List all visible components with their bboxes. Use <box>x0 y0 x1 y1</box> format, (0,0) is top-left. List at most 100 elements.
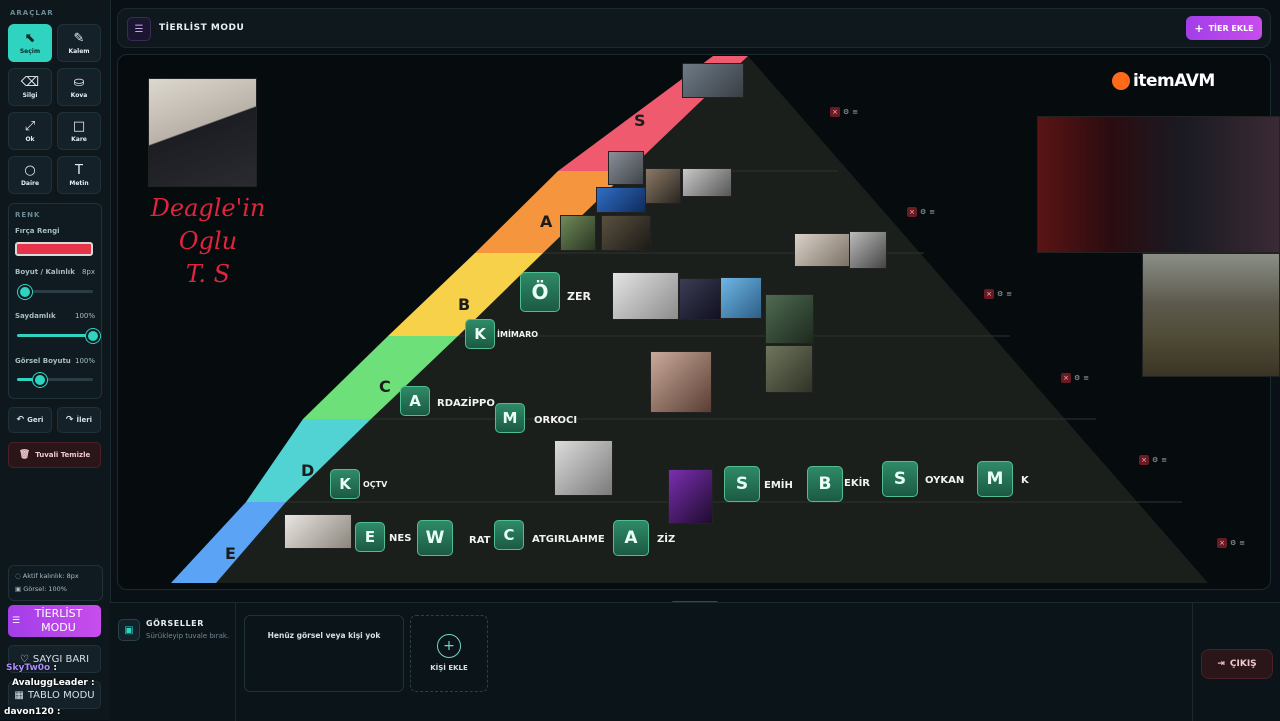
drag-handle-icon[interactable]: ≡ <box>1239 539 1246 547</box>
empty-images-text: Henüz görsel veya kişi yok <box>267 631 381 640</box>
color-section-label: RENK <box>15 211 41 219</box>
tool-sidebar: ARAÇLAR ⬉Seçim✎Kalem⌫Silgi⛀Kova⤢Ok□Kare○… <box>0 0 111 720</box>
c-tier-photo-1[interactable] <box>765 345 813 393</box>
name-chip-letter[interactable]: M <box>977 461 1013 497</box>
tool-square[interactable]: □Kare <box>57 112 101 150</box>
tool-eraser[interactable]: ⌫Silgi <box>8 68 52 106</box>
tool-arrow[interactable]: ⤢Ok <box>8 112 52 150</box>
a-tier-photo-4[interactable] <box>682 168 732 197</box>
portrait-photo[interactable] <box>148 78 257 187</box>
gear-icon[interactable]: ⚙ <box>997 290 1004 298</box>
close-icon[interactable]: × <box>1217 538 1227 548</box>
opacity-slider-knob[interactable] <box>86 329 100 343</box>
name-chip-letter[interactable]: W <box>417 520 453 556</box>
d-tier-photo-1[interactable] <box>554 440 613 496</box>
image-size-slider-knob[interactable] <box>32 373 47 387</box>
image-size-label: Görsel Boyutu <box>15 357 71 365</box>
b-tier-photo-4[interactable] <box>765 294 814 344</box>
tier-label-e: E <box>225 544 236 563</box>
name-chip-letter[interactable]: A <box>400 386 430 416</box>
gear-icon[interactable]: ⚙ <box>1152 456 1159 464</box>
tool-pencil[interactable]: ✎Kalem <box>57 24 101 62</box>
opacity-slider[interactable] <box>17 329 100 343</box>
respect-bar-button[interactable]: ♡ SAYGI BARI <box>8 645 101 673</box>
b-tier-photo-1[interactable] <box>612 272 679 320</box>
size-slider-knob[interactable] <box>17 285 32 299</box>
exit-button[interactable]: ⇥ ÇIKIŞ <box>1201 649 1273 679</box>
eraser-icon: ⌫ <box>20 74 40 90</box>
gear-icon[interactable]: ⚙ <box>920 208 927 216</box>
a-tier-photo-7[interactable] <box>794 233 852 267</box>
drag-handle-icon[interactable]: ≡ <box>852 108 859 116</box>
d-tier-photo-2[interactable] <box>668 469 713 524</box>
tool-cursor[interactable]: ⬉Seçim <box>8 24 52 62</box>
chat-line-2: AvaluggLeader : <box>12 678 95 688</box>
tool-bucket[interactable]: ⛀Kova <box>57 68 101 106</box>
size-label: Boyut / Kalınlık <box>15 268 75 276</box>
a-tier-photo-2[interactable] <box>596 187 646 213</box>
streamer-webcam <box>1037 116 1280 253</box>
brush-color-label: Fırça Rengi <box>15 227 60 235</box>
name-chip-letter[interactable]: A <box>613 520 649 556</box>
name-chip-letter[interactable]: C <box>494 520 524 550</box>
name-chip-letter[interactable]: S <box>882 461 918 497</box>
tier-label-b: B <box>458 295 471 314</box>
b-tier-photo-3[interactable] <box>720 277 762 319</box>
add-person-button[interactable]: + KİŞİ EKLE <box>410 615 488 692</box>
gear-icon[interactable]: ⚙ <box>1074 374 1081 382</box>
tool-circle[interactable]: ○Daire <box>8 156 52 194</box>
empty-images-box: Henüz görsel veya kişi yok <box>244 615 404 692</box>
tool-label: Daire <box>20 179 40 187</box>
close-icon[interactable]: × <box>1061 373 1071 383</box>
tierlist-mode-button[interactable]: ☰ TİERLİST MODU <box>8 605 101 637</box>
drag-handle-icon[interactable]: ≡ <box>1083 374 1090 382</box>
redo-button[interactable]: ↷ İleri <box>57 407 101 433</box>
a-tier-photo-5[interactable] <box>560 215 596 251</box>
name-chip-letter[interactable]: S <box>724 466 760 502</box>
close-icon[interactable]: × <box>907 207 917 217</box>
image-size-slider[interactable] <box>17 373 93 387</box>
opacity-label: Saydamlık <box>15 312 56 320</box>
drag-handle-icon[interactable]: ≡ <box>1161 456 1168 464</box>
panel-divider-right <box>1192 603 1193 721</box>
name-chip-letter[interactable]: M <box>495 403 525 433</box>
drag-handle-icon[interactable]: ≡ <box>929 208 936 216</box>
add-tier-button[interactable]: + TİER EKLE <box>1186 16 1262 40</box>
name-chip-text: RDAZİPPO <box>437 398 495 409</box>
tier-row-controls: ×⚙≡ <box>1217 538 1245 548</box>
name-chip-letter[interactable]: B <box>807 466 843 502</box>
gear-icon[interactable]: ⚙ <box>1230 539 1237 547</box>
close-icon[interactable]: × <box>984 289 994 299</box>
trash-icon: 🗑 <box>18 450 31 460</box>
a-tier-photo-8[interactable] <box>849 231 887 269</box>
tools-section-label: ARAÇLAR <box>10 9 54 17</box>
name-chip-letter[interactable]: K <box>465 319 495 349</box>
close-icon[interactable]: × <box>1139 455 1149 465</box>
gear-icon[interactable]: ⚙ <box>843 108 850 116</box>
drag-handle-icon[interactable]: ≡ <box>1006 290 1013 298</box>
tierlist-menu-icon[interactable]: ☰ <box>127 17 151 41</box>
a-tier-photo-1[interactable] <box>608 151 644 185</box>
a-tier-photo-3[interactable] <box>645 168 681 204</box>
size-slider[interactable] <box>17 285 93 299</box>
name-chip-text: ORKOCI <box>534 415 578 426</box>
e-tier-photo-1[interactable] <box>284 514 352 549</box>
brush-color-swatch[interactable] <box>15 242 93 256</box>
status-panel: ◌ Aktif kalınlık: 8px ▣ Görsel: 100% <box>8 565 103 601</box>
s-tier-photo[interactable] <box>682 63 744 98</box>
name-chip-text: OYKAN <box>925 475 965 486</box>
name-chip-letter[interactable]: E <box>355 522 385 552</box>
handwriting-line-3: T. S <box>185 260 231 288</box>
clear-canvas-button[interactable]: 🗑 Tuvali Temizle <box>8 442 101 468</box>
undo-button[interactable]: ↶ Geri <box>8 407 52 433</box>
a-tier-photo-6[interactable] <box>601 215 651 251</box>
c-tier-photo-2[interactable] <box>650 351 712 413</box>
table-mode-button[interactable]: ▦ TABLO MODU <box>8 681 101 709</box>
name-chip-letter[interactable]: Ö <box>520 272 560 312</box>
b-tier-photo-2[interactable] <box>679 278 721 320</box>
name-chip-letter[interactable]: K <box>330 469 360 499</box>
close-icon[interactable]: × <box>830 107 840 117</box>
name-chip-text: İMİMARO <box>497 330 539 339</box>
